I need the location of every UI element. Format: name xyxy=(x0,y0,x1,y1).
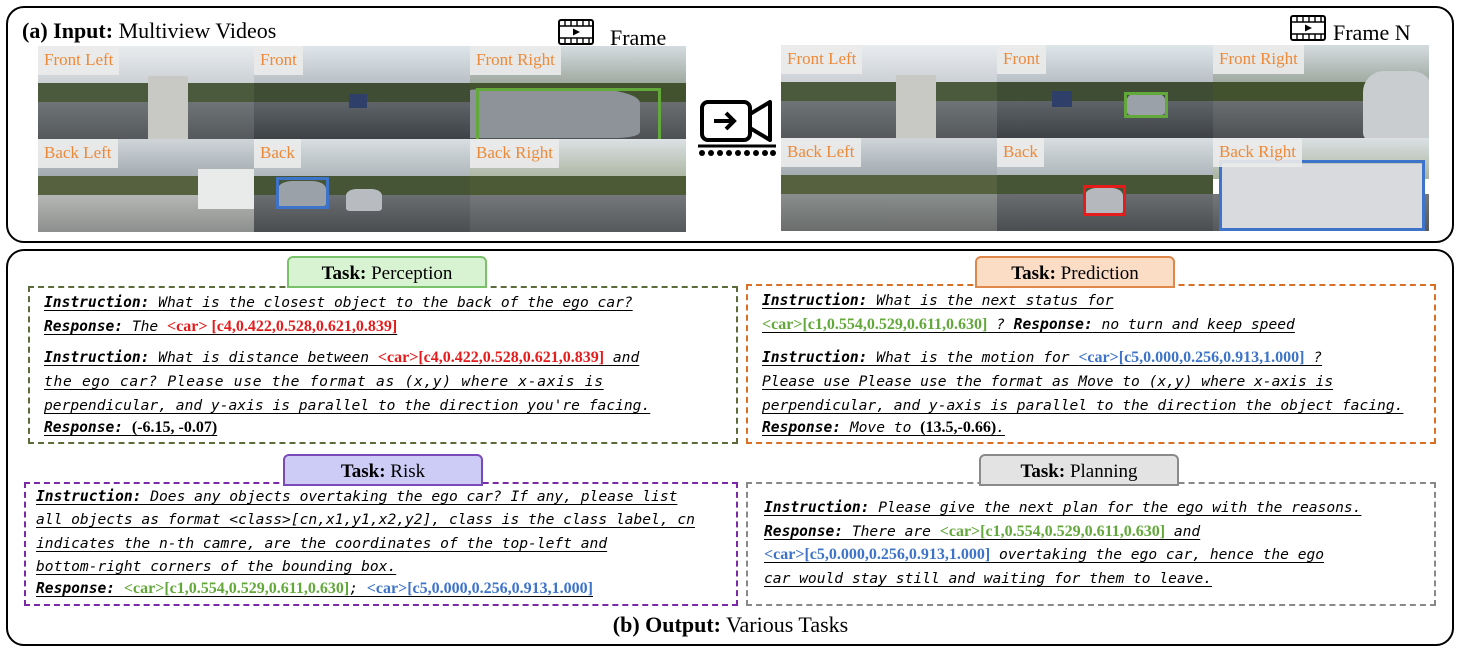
bbox-red xyxy=(1083,185,1126,216)
camera-view-front: Front xyxy=(997,45,1213,138)
camera-label: Back Left xyxy=(38,139,118,168)
risk-line-4: bottom-right corners of the bounding box… xyxy=(36,558,397,575)
prediction-line-1: Instruction: What is the next status for xyxy=(762,292,1114,309)
planning-line-1: Instruction: Please give the next plan f… xyxy=(764,499,1362,516)
perception-line-3: Instruction: What is distance between <c… xyxy=(44,349,640,366)
camera-view-back-right: Back Right xyxy=(1213,138,1429,231)
output-panel xyxy=(6,249,1454,646)
risk-line-5: Response: <car>[c1,0.554,0.529,0.611,0.6… xyxy=(36,580,593,597)
prediction-line-4: Please use Please use the format as Move… xyxy=(762,373,1334,390)
planning-line-2: Response: There are <car>[c1,0.554,0.529… xyxy=(764,523,1201,540)
camera-view-front-left: Front Left xyxy=(781,45,997,138)
input-title: (a) Input: Multiview Videos xyxy=(22,18,277,43)
tab-risk: Task: Risk xyxy=(283,454,483,486)
risk-line-2: all objects as format <class>[cn,x1,y1,x… xyxy=(36,511,695,528)
video-camera-icon xyxy=(698,100,776,156)
camera-view-back-right: Back Right xyxy=(470,139,686,232)
planning-line-3: <car>[c5,0.000,0.256,0.913,1.000] overta… xyxy=(764,546,1325,563)
camera-label: Front xyxy=(254,46,303,75)
camera-label: Front Right xyxy=(470,46,561,75)
planning-line-4: car would stay still and waiting for the… xyxy=(764,570,1213,587)
prediction-line-6: Response: Move to (13.5,-0.66). xyxy=(762,419,1005,436)
camera-view-back-left: Back Left xyxy=(781,138,997,231)
camera-view-back-left: Back Left xyxy=(38,139,254,232)
prediction-line-5: perpendicular, and y-axis is parallel to… xyxy=(762,397,1404,414)
camera-label: Back xyxy=(997,138,1044,167)
camera-label: Back Right xyxy=(470,139,559,168)
camera-view-front-left: Front Left xyxy=(38,46,254,139)
camera-label: Back xyxy=(254,139,301,168)
bbox-green xyxy=(1124,92,1168,118)
perception-line-6: Response: (-6.15, -0.07) xyxy=(44,419,218,436)
bbox-blue xyxy=(276,177,329,209)
film-icon xyxy=(558,19,594,45)
camera-view-front-right: Front Right xyxy=(1213,45,1429,138)
film-icon xyxy=(1290,15,1326,41)
camera-view-front-right: Front Right xyxy=(470,46,686,139)
output-title: (b) Output: Various Tasks xyxy=(612,612,849,637)
camera-view-back: Back xyxy=(997,138,1213,231)
perception-line-2: Response: The <car> [c4,0.422,0.528,0.62… xyxy=(44,318,398,335)
camera-label: Front Left xyxy=(781,45,863,74)
bbox-green xyxy=(476,88,661,139)
frame1-label: Frame xyxy=(610,25,667,50)
camera-label: Front Left xyxy=(38,46,120,75)
tab-planning: Task: Planning xyxy=(979,454,1179,486)
perception-line-5: perpendicular, and y-axis is parallel to… xyxy=(44,397,651,414)
risk-line-3: indicates the n-th camre, are the coordi… xyxy=(36,535,608,552)
bbox-blue xyxy=(1219,160,1425,231)
camera-label: Back Left xyxy=(781,138,861,167)
prediction-line-3: Instruction: What is the motion for <car… xyxy=(762,349,1323,366)
camera-label: Back Right xyxy=(1213,138,1302,167)
perception-line-1: Instruction: What is the closest object … xyxy=(44,294,633,311)
prediction-line-2: <car>[c1,0.554,0.529,0.611,0.630] ? Resp… xyxy=(762,316,1295,333)
risk-line-1: Instruction: Does any objects overtaking… xyxy=(36,488,678,505)
camera-label: Front xyxy=(997,45,1046,74)
camera-label: Front Right xyxy=(1213,45,1304,74)
perception-line-4: the ego car? Please use the format as (x… xyxy=(44,373,604,390)
tab-prediction: Task: Prediction xyxy=(975,256,1175,288)
camera-grid-frame1: Front Left Front Front Right Back Left B… xyxy=(38,46,686,232)
frameN-label: Frame N xyxy=(1333,20,1411,45)
tab-perception: Task: Perception xyxy=(287,256,487,288)
camera-view-front: Front xyxy=(254,46,470,139)
camera-view-back: Back xyxy=(254,139,470,232)
camera-grid-frameN: Front Left Front Front Right Back Left B… xyxy=(781,45,1429,231)
